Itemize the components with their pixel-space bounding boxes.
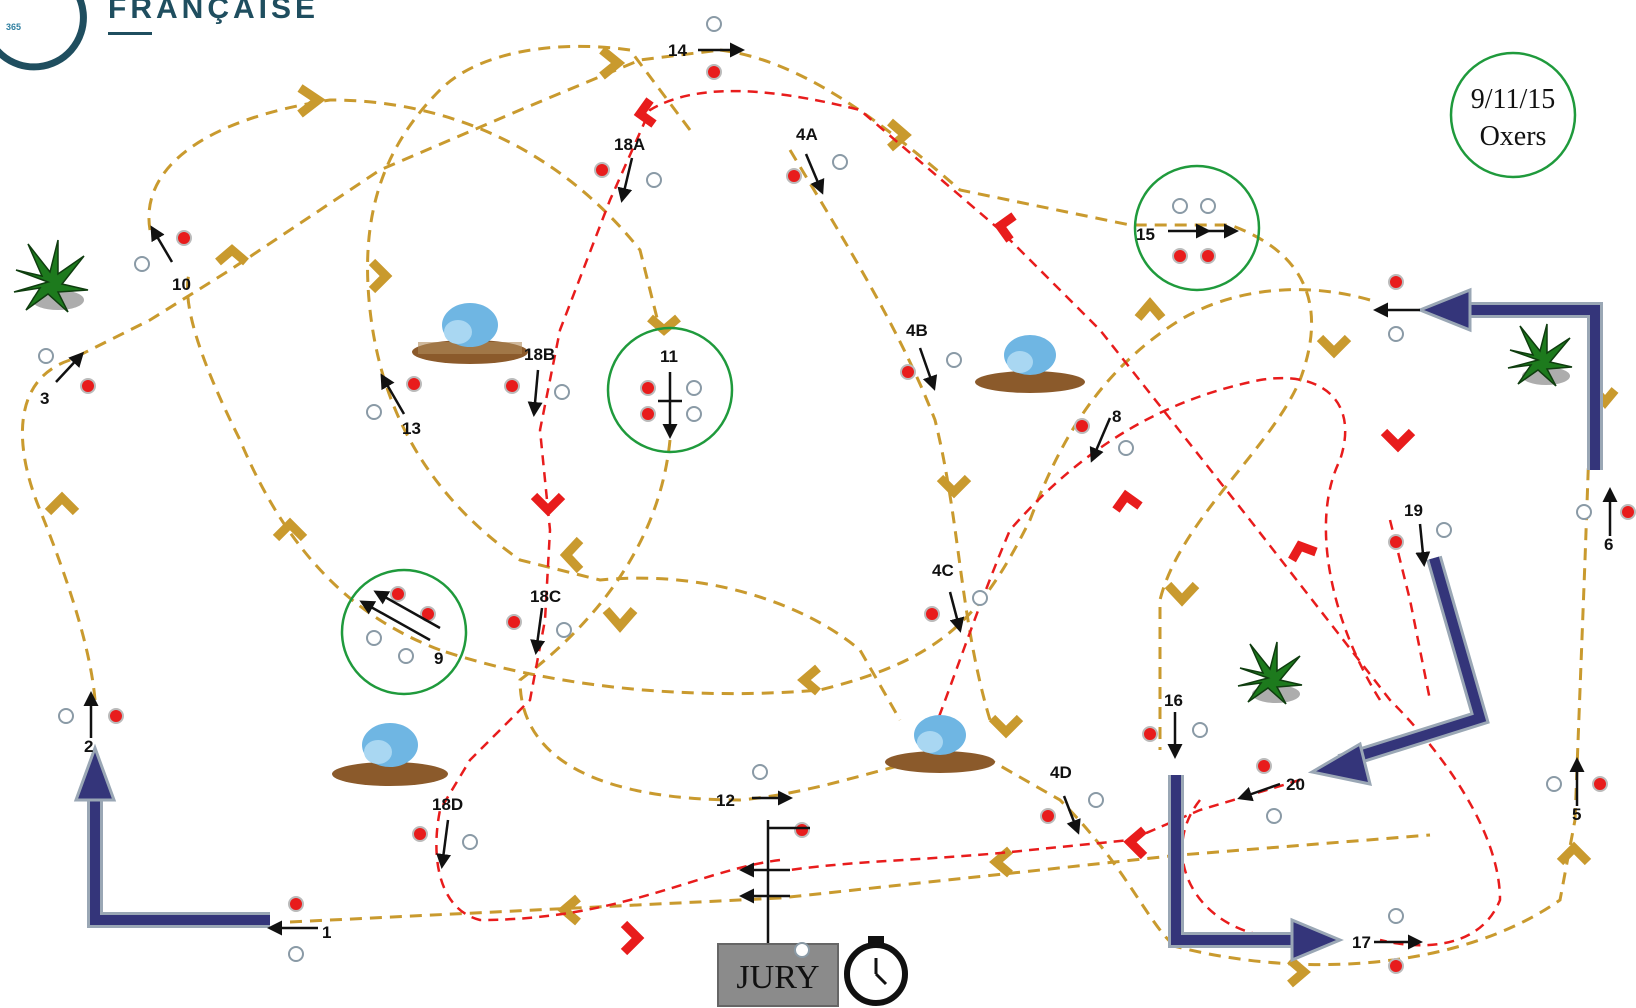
jump-3: 3 xyxy=(38,348,96,408)
jump-number: 10 xyxy=(172,275,191,294)
palm-tree-icon xyxy=(1237,641,1303,705)
jump-1: 1 xyxy=(267,896,331,962)
jump-number: 1 xyxy=(322,923,331,942)
finish-line xyxy=(739,820,810,960)
jump-4a: 4A xyxy=(786,125,848,195)
logo-title: FRANÇAISE xyxy=(108,0,319,25)
jump-10: 10 xyxy=(134,225,192,294)
jury-box: JURY xyxy=(717,942,839,1007)
oxer-circle-15 xyxy=(1133,164,1261,292)
jump-7 xyxy=(1373,274,1420,342)
jump-15: 15 xyxy=(1136,198,1239,264)
jump-number: 19 xyxy=(1404,501,1423,520)
jump-number: 14 xyxy=(668,41,687,60)
logo-underline xyxy=(108,32,152,35)
jump-4c: 4C xyxy=(924,561,988,633)
fountain-icon xyxy=(412,303,528,364)
jump-18d: 18D xyxy=(412,795,478,869)
jump-13: 13 xyxy=(366,373,422,438)
palm-tree-icon xyxy=(13,239,89,313)
jump-number: 20 xyxy=(1286,775,1305,794)
jump-20: 20 xyxy=(1237,758,1305,824)
fountain-icon xyxy=(975,335,1085,393)
jump-11: 11 xyxy=(640,347,702,439)
jump-number: 16 xyxy=(1164,691,1183,710)
jumps: 1 2 3 4A 4B xyxy=(38,16,1636,974)
federation-logo: 365 FRANÇAISE xyxy=(0,0,319,71)
jump-number: 2 xyxy=(84,737,93,756)
jump-number: 11 xyxy=(660,347,678,366)
oxer-circle-11 xyxy=(606,326,734,454)
oxer-circle-9 xyxy=(340,568,468,696)
palm-tree-icon xyxy=(1507,323,1573,387)
jump-number: 15 xyxy=(1136,225,1155,244)
jump-number: 13 xyxy=(402,419,421,438)
fountains xyxy=(332,303,1085,786)
jump-12: 12 xyxy=(716,764,810,838)
jump-9: 9 xyxy=(359,586,443,668)
jump-number: 9 xyxy=(434,649,443,668)
gold-chevrons xyxy=(44,46,1619,988)
palm-trees xyxy=(13,239,1573,705)
course-date: 9/11/15 xyxy=(1471,84,1556,115)
jump-4b: 4B xyxy=(900,321,962,391)
fountain-icon xyxy=(332,723,448,786)
red-chevrons xyxy=(530,97,1416,956)
jump-number: 18D xyxy=(432,795,463,814)
oxer-circles xyxy=(340,51,1577,696)
jump-number: 18B xyxy=(524,345,555,364)
jump-19: 19 xyxy=(1388,501,1452,567)
course-info: 9/11/15 Oxers xyxy=(1471,84,1556,152)
jump-number: 5 xyxy=(1572,805,1581,824)
jump-4d: 4D xyxy=(1040,763,1104,835)
course-note: Oxers xyxy=(1480,121,1547,152)
jump-number: 18C xyxy=(530,587,561,606)
jump-2: 2 xyxy=(58,691,124,756)
red-route xyxy=(435,89,1502,947)
jump-number: 18A xyxy=(614,135,645,154)
jump-18b: 18B xyxy=(504,345,570,417)
jump-16: 16 xyxy=(1142,691,1208,759)
jump-number: 4D xyxy=(1050,763,1072,782)
jump-number: 12 xyxy=(716,791,735,810)
jury-label: JURY xyxy=(736,959,819,996)
jump-6: 6 xyxy=(1576,487,1636,554)
jump-18a: 18A xyxy=(594,135,662,203)
jump-number: 4A xyxy=(796,125,818,144)
navy-arrows xyxy=(73,287,1603,963)
jump-14: 14 xyxy=(668,16,745,80)
stopwatch-icon xyxy=(844,936,908,1006)
jump-18c: 18C xyxy=(506,587,572,655)
jump-number: 3 xyxy=(40,389,49,408)
jump-17: 17 xyxy=(1352,908,1423,974)
jump-number: 4B xyxy=(906,321,928,340)
jump-5: 5 xyxy=(1546,757,1608,824)
jump-8: 8 xyxy=(1074,407,1134,463)
info-circle xyxy=(1449,51,1577,179)
jump-number: 17 xyxy=(1352,933,1371,952)
jump-number: 4C xyxy=(932,561,954,580)
fountain-icon xyxy=(885,715,995,773)
logo-badge: 365 xyxy=(6,22,21,32)
jump-number: 8 xyxy=(1112,407,1121,426)
jump-number: 6 xyxy=(1604,535,1613,554)
